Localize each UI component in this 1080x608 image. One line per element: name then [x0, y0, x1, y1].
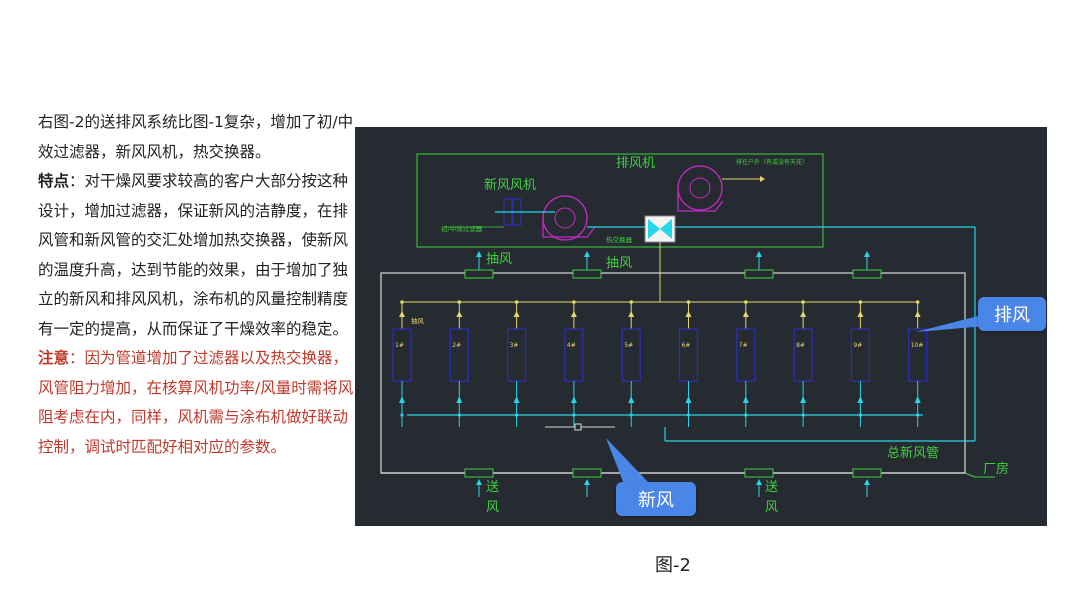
note-paragraph: 注意：因为管道增加了过滤器以及热交换器，风管阻力增加，在核算风机功率/风量时需将… [38, 344, 358, 462]
unit-label: 5# [624, 342, 633, 349]
exhaust-fan-label: 排风机 [616, 156, 655, 171]
heat-exchanger-icon [644, 215, 676, 243]
feature-body: ：对干燥风要求较高的客户大部分按这种设计，增加过滤器，保证新风的洁静度，在排风管… [38, 172, 349, 338]
fresh-air-callout: 新风 [616, 482, 696, 516]
dryer-unit: 3# [506, 300, 527, 427]
unit-label: 10# [911, 342, 924, 349]
dryer-unit: 6# [678, 300, 699, 427]
note-body: ：因为管道增加了过滤器以及热交换器，风管阻力增加，在核算风机功率/风量时需将风阻… [38, 349, 354, 456]
note-lead: 注意 [38, 349, 70, 367]
main-duct-label: 总新风管 [887, 445, 939, 461]
suction-small-label: 抽风 [411, 316, 425, 325]
top-dampers [464, 251, 882, 279]
feature-lead: 特点 [38, 172, 70, 190]
dryer-unit: 1# [392, 300, 412, 427]
fresh-air-fan-icon [542, 195, 596, 241]
figure-caption: 图-2 [655, 555, 691, 576]
suction-label-2: 抽风 [606, 256, 632, 271]
unit-label: 3# [510, 342, 519, 349]
dryer-unit: 10# [908, 300, 928, 427]
dryer-unit: 7# [736, 300, 756, 427]
valve-icon [545, 423, 615, 431]
equipment-enclosure [416, 153, 824, 248]
description-text: 右图-2的送排风系统比图-1复杂，增加了初/中效过滤器，新风风机，热交换器。 特… [38, 108, 358, 462]
outlet-note: 排往户外（有或没有天花） [736, 158, 808, 166]
filter-label: 初/中效过滤器 [441, 224, 483, 233]
dryer-unit: 5# [621, 300, 641, 427]
unit-label: 8# [796, 342, 805, 349]
supply-label-1: 送 风 [486, 480, 503, 515]
bottom-dampers [464, 468, 882, 497]
suction-label-1: 抽风 [486, 252, 512, 267]
supply-label-1-char1: 送 [486, 480, 499, 495]
intro-paragraph: 右图-2的送排风系统比图-1复杂，增加了初/中效过滤器，新风风机，热交换器。 [38, 113, 354, 161]
fresh-air-fan-label: 新风风机 [484, 177, 536, 193]
supply-label-2: 送 风 [765, 480, 782, 515]
supply-label-2-char2: 风 [765, 500, 778, 515]
dryer-unit: 9# [850, 300, 871, 427]
unit-label: 7# [739, 342, 748, 349]
exhaust-fan-icon [677, 165, 765, 212]
unit-label: 1# [395, 342, 404, 349]
unit-label: 4# [567, 342, 576, 349]
dryer-units: 1# 2# 3# 4# 5# 6# 7# 8# 9# 10# [392, 300, 928, 427]
unit-label: 6# [682, 342, 691, 349]
ventilation-diagram: 1# 2# 3# 4# 5# 6# 7# 8# 9# 10# 排风机 新风风机 初/中效过滤器 热… [355, 127, 1047, 526]
exhaust-callout: 排风 [978, 297, 1046, 331]
workshop-label: 厂房 [983, 461, 1009, 477]
dryer-unit: 8# [793, 300, 813, 427]
dryer-unit: 2# [449, 300, 469, 427]
heat-exchanger-label: 热交换器 [606, 235, 633, 244]
feature-paragraph: 特点：对干燥风要求较高的客户大部分按这种设计，增加过滤器，保证新风的洁静度，在排… [38, 167, 358, 344]
diagram-svg: 1# 2# 3# 4# 5# 6# 7# 8# 9# 10# 排风机 新风风机 初/中效过滤器 热… [380, 153, 1009, 515]
supply-label-2-char1: 送 [765, 480, 778, 495]
unit-label: 9# [853, 342, 862, 349]
unit-label: 2# [452, 342, 461, 349]
filter-icon [445, 198, 555, 228]
supply-label-1-char2: 风 [486, 500, 499, 515]
dryer-unit: 4# [564, 300, 584, 427]
